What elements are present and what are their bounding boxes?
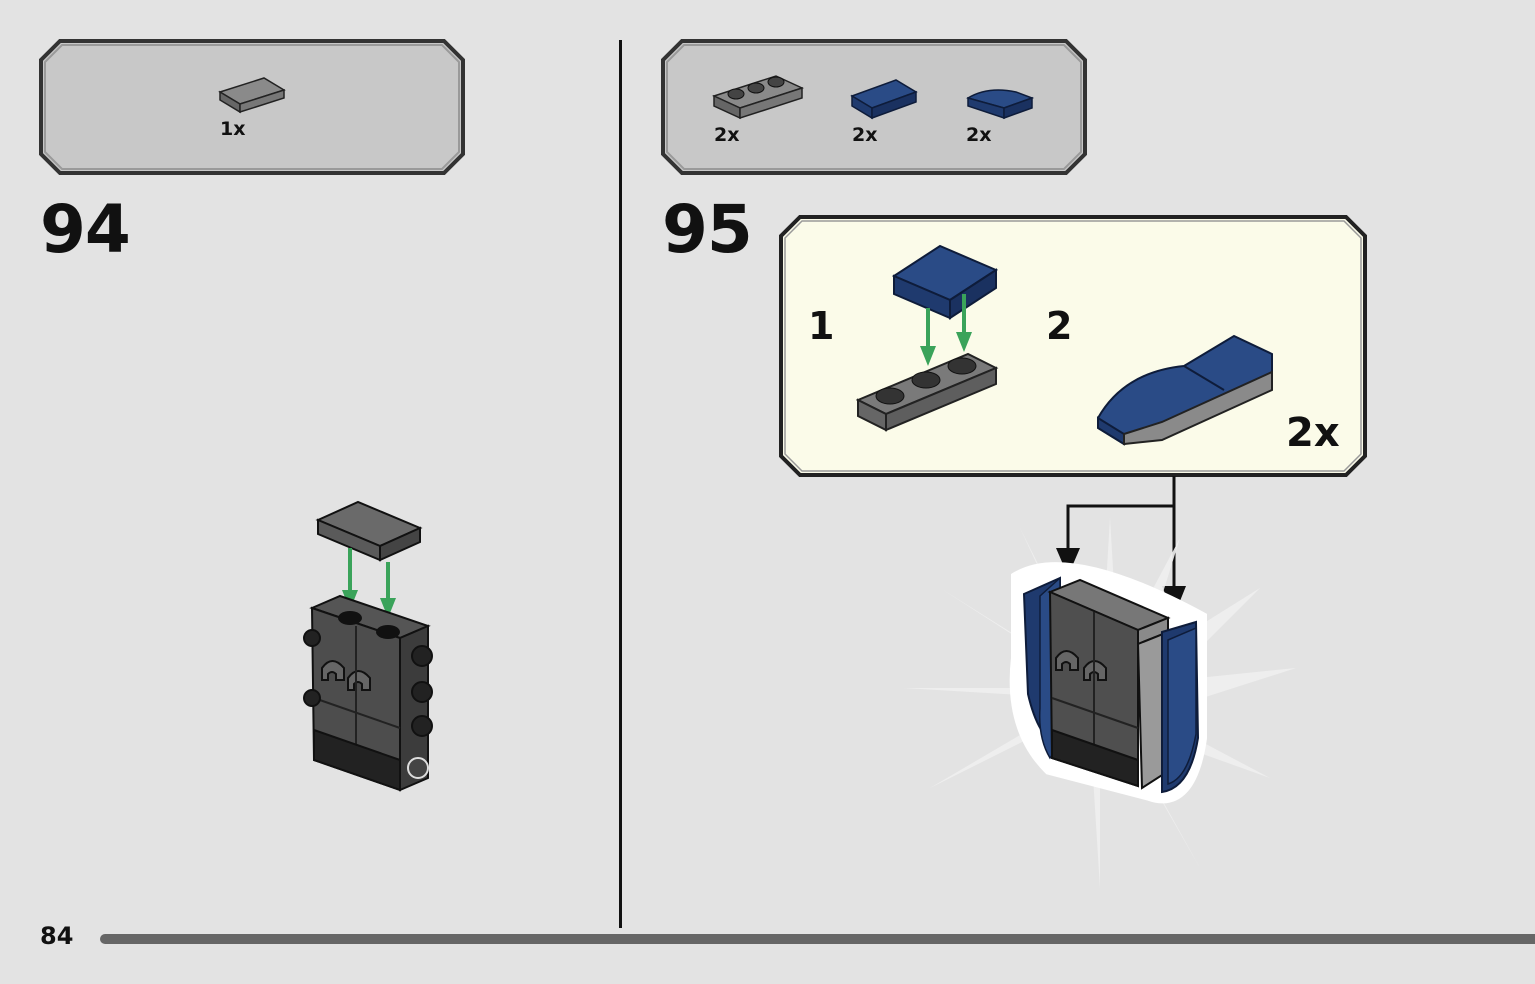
parts-callout-step-94: 1x [38, 38, 466, 176]
parts-callout-step-95: 2x 2x 2x [660, 38, 1088, 176]
step-number: 94 [40, 191, 131, 268]
progress-bar [100, 934, 1535, 944]
substep-2-illustration [1097, 334, 1273, 446]
step-94-model-illustration [303, 500, 433, 792]
page-number: 84 [40, 922, 74, 950]
substep-number: 2 [1046, 304, 1073, 348]
part-qty: 2x [966, 124, 992, 146]
step-number: 95 [662, 191, 753, 268]
tile-1x2-dark-blue-icon [850, 79, 918, 120]
tile-1x2-dark-grey-icon [218, 77, 286, 114]
part-qty: 2x [714, 124, 740, 146]
subassembly-callout: 1 2 2x [778, 214, 1368, 478]
substep-number: 1 [808, 304, 835, 348]
plate-1x3-dark-grey-icon [712, 75, 804, 120]
step-95-model-illustration [904, 518, 1296, 888]
curved-slope-dark-blue-icon [966, 89, 1035, 120]
substep-1-illustration [856, 244, 999, 432]
part-qty: 2x [852, 124, 878, 146]
subassembly-multiplier: 2x [1286, 410, 1340, 456]
page-divider [619, 40, 622, 928]
part-qty: 1x [220, 118, 246, 140]
